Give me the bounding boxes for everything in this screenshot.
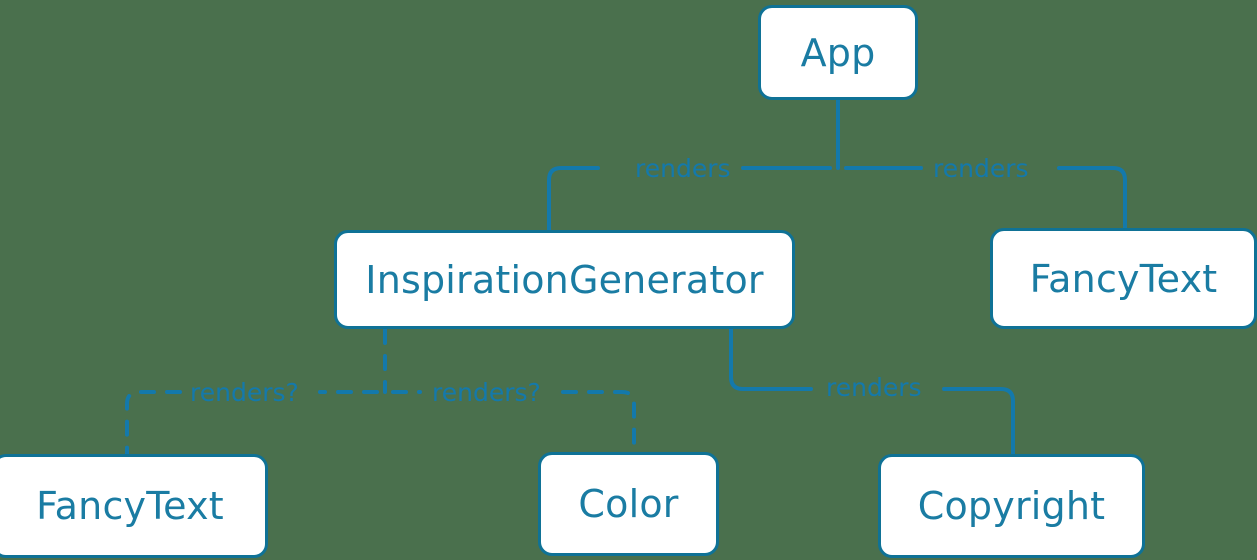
node-color[interactable]: Color	[538, 452, 719, 556]
node-color-label: Color	[578, 482, 679, 526]
edge-inspiration-to-color-elbow	[561, 390, 636, 454]
edge-inspiration-to-fancytext-bottom-elbow	[125, 390, 182, 457]
edge-label-inspiration-generator-to-fancytext-bottom: renders?	[190, 378, 299, 407]
edge-inspiration-to-copyright-elbow	[729, 327, 813, 391]
edge-label-inspiration-generator-to-copyright: renders	[826, 373, 922, 402]
edge-inspiration-to-copyright-elbow2	[942, 387, 1015, 456]
node-copyright[interactable]: Copyright	[878, 454, 1145, 558]
node-fancytext-right-label: FancyText	[1029, 256, 1218, 301]
edge-label-app-to-fancytext-right: renders	[933, 154, 1029, 183]
node-app[interactable]: App	[758, 5, 918, 100]
node-fancytext-bottom-label: FancyText	[36, 484, 224, 528]
node-copyright-label: Copyright	[917, 484, 1106, 528]
edge-label-app-to-inspiration-generator: renders	[635, 154, 731, 183]
node-inspiration-generator-label: InspirationGenerator	[365, 257, 764, 302]
node-inspiration-generator[interactable]: InspirationGenerator	[334, 230, 795, 329]
edge-app-to-fancytext-right-elbow	[1057, 166, 1127, 230]
edge-label-inspiration-generator-to-color: renders?	[432, 378, 541, 407]
edge-app-to-inspiration-elbow	[547, 166, 600, 232]
node-app-label: App	[800, 30, 876, 75]
node-fancytext-bottom[interactable]: FancyText	[0, 454, 268, 558]
node-fancytext-right[interactable]: FancyText	[990, 228, 1257, 329]
